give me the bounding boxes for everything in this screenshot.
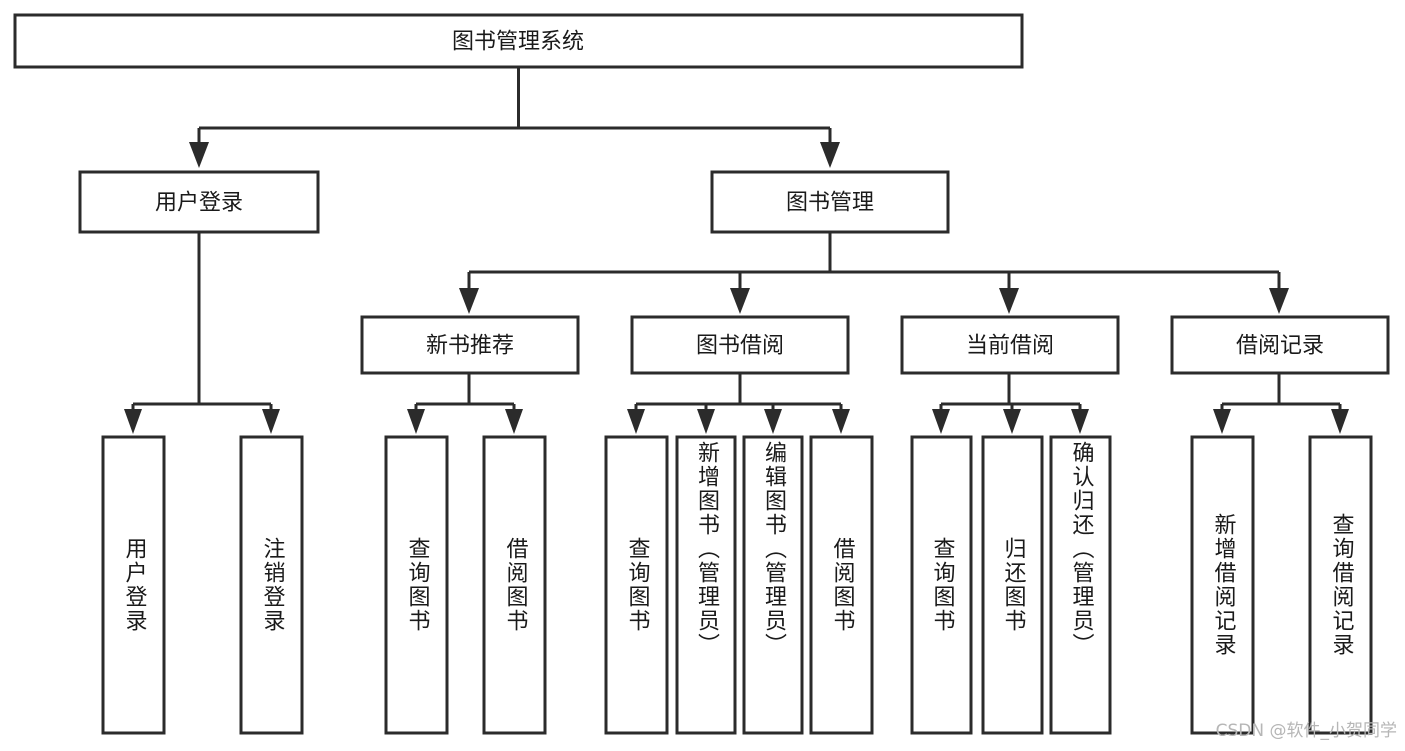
arrow-to-book-borrow: [730, 288, 750, 314]
arrow-root-to-book-manage: [820, 142, 840, 168]
node-book-manage-label: 图书管理: [786, 191, 874, 216]
node-book-borrow-label: 图书借阅: [696, 334, 784, 359]
node-borrow-record[interactable]: 借阅记录: [1170, 315, 1390, 375]
node-book-borrow-rect[interactable]: [630, 315, 850, 375]
node-leaf-query-book-1-rect[interactable]: [384, 435, 449, 735]
arrow-new-book-rec-leaf-2: [505, 409, 523, 434]
node-user-login-label: 用户登录: [155, 191, 243, 216]
node-leaf-query-record-rect[interactable]: [1308, 435, 1373, 735]
node-user-login-rect[interactable]: [78, 170, 320, 234]
node-book-borrow[interactable]: 图书借阅: [630, 315, 850, 375]
node-leaf-user-login-rect[interactable]: [101, 435, 166, 735]
node-borrow-record-label: 借阅记录: [1236, 334, 1324, 359]
node-leaf-confirm-return-rect[interactable]: [1049, 435, 1112, 735]
arrow-current-borrow-leaf-1: [932, 409, 950, 434]
node-current-borrow-label: 当前借阅: [966, 334, 1054, 359]
node-layer: 图书管理系统 用户登录 图书管理 新书推荐 图书借阅 当前: [13, 13, 1390, 735]
node-new-book-rec-rect[interactable]: [360, 315, 580, 375]
arrow-current-borrow-leaf-2: [1003, 409, 1021, 434]
node-book-manage[interactable]: 图书管理: [710, 170, 950, 234]
node-new-book-rec[interactable]: 新书推荐: [360, 315, 580, 375]
arrow-to-new-book-rec: [459, 288, 479, 314]
arrow-borrow-record-leaf-1: [1213, 409, 1231, 434]
node-leaf-edit-book-rect[interactable]: [742, 435, 804, 735]
arrow-book-borrow-leaf-2: [697, 409, 715, 434]
arrow-borrow-record-leaf-2: [1331, 409, 1349, 434]
node-leaf-add-book-rect[interactable]: [675, 435, 737, 735]
arrow-user-login-leaf-1: [124, 409, 142, 434]
node-leaf-return-book-rect[interactable]: [981, 435, 1044, 735]
node-leaf-borrow-book-2-rect[interactable]: [809, 435, 874, 735]
arrow-to-borrow-record: [1269, 288, 1289, 314]
arrow-root-to-user-login: [189, 142, 209, 168]
arrow-new-book-rec-leaf-1: [407, 409, 425, 434]
node-leaf-logout-rect[interactable]: [239, 435, 304, 735]
node-leaf-add-record-rect[interactable]: [1190, 435, 1255, 735]
node-borrow-record-rect[interactable]: [1170, 315, 1390, 375]
node-new-book-rec-label: 新书推荐: [426, 334, 514, 359]
arrow-user-login-leaf-2: [262, 409, 280, 434]
connector-layer: [124, 67, 1349, 434]
arrow-to-current-borrow: [999, 288, 1019, 314]
node-current-borrow[interactable]: 当前借阅: [900, 315, 1120, 375]
node-current-borrow-rect[interactable]: [900, 315, 1120, 375]
csdn-watermark: CSDN @软件_小贺同学: [1215, 721, 1397, 741]
arrow-book-borrow-leaf-1: [627, 409, 645, 434]
node-root[interactable]: 图书管理系统: [13, 13, 1024, 69]
arrow-book-borrow-leaf-4: [832, 409, 850, 434]
node-root-rect[interactable]: [13, 13, 1024, 69]
arrow-book-borrow-leaf-3: [764, 409, 782, 434]
node-leaf-query-book-3-rect[interactable]: [910, 435, 973, 735]
node-root-label: 图书管理系统: [452, 30, 584, 55]
node-user-login[interactable]: 用户登录: [78, 170, 320, 234]
node-book-manage-rect[interactable]: [710, 170, 950, 234]
node-leaf-borrow-book-1-rect[interactable]: [482, 435, 547, 735]
node-leaf-query-book-2-rect[interactable]: [604, 435, 669, 735]
arrow-current-borrow-leaf-3: [1071, 409, 1089, 434]
